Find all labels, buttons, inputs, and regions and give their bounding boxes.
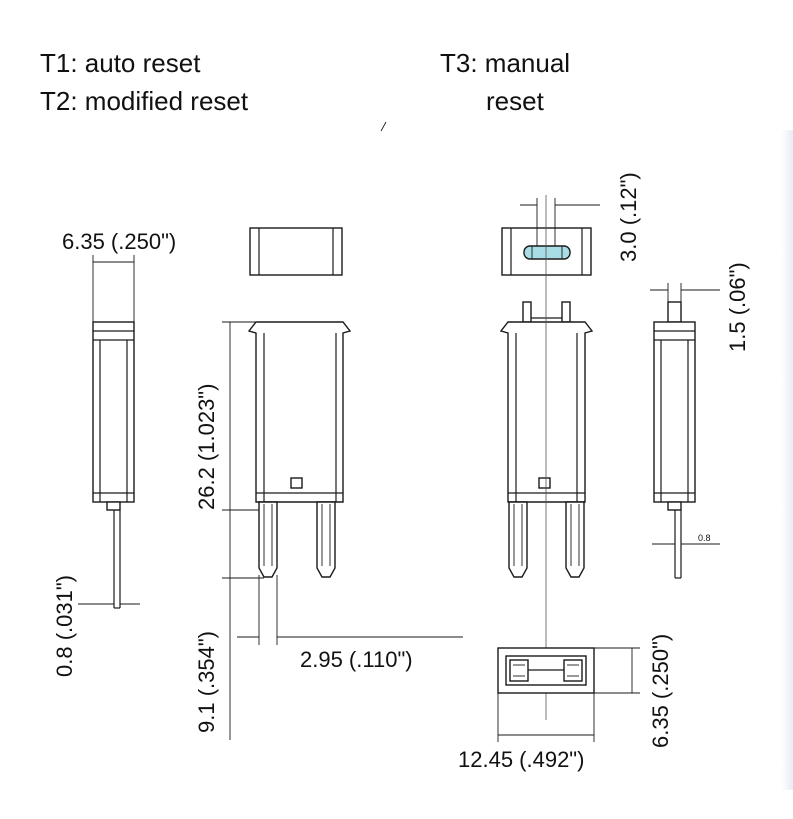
cap-block-manual — [501, 198, 600, 276]
dim-button-width: 3.0 (.12") — [616, 172, 641, 262]
dim-body-height: 26.2 (1.023") — [194, 384, 219, 510]
legend-t3-line2: reset — [486, 86, 545, 116]
legend-t2: T2: modified reset — [40, 86, 249, 116]
stray-mark — [380, 121, 387, 132]
front-view-body-t3 — [499, 301, 594, 578]
dim-bottom-length: 12.45 (.492") — [458, 747, 584, 772]
dim-pin-width: 2.95 (.110") — [300, 647, 413, 672]
dim-width-side: 6.35 (.250") — [62, 229, 176, 254]
legend-t3-line1: T3: manual — [440, 48, 570, 78]
front-view-body — [222, 321, 463, 740]
cap-block-left — [249, 227, 343, 276]
legend-t1: T1: auto reset — [40, 48, 201, 78]
dim-bottom-depth: 6.35 (.250") — [648, 634, 673, 748]
dim-pin-length: 9.1 (.354") — [194, 631, 219, 733]
right-edge-shade — [781, 130, 793, 790]
bottom-view — [497, 647, 640, 742]
reset-button — [523, 245, 571, 260]
dim-pin-thickness: 0.8 (.031") — [52, 575, 77, 677]
side-view-right — [650, 283, 720, 579]
side-view-left — [78, 255, 140, 609]
dim-pin-thickness-small: 0.8 — [698, 533, 711, 543]
dim-button-offset: 1.5 (.06") — [725, 262, 750, 352]
